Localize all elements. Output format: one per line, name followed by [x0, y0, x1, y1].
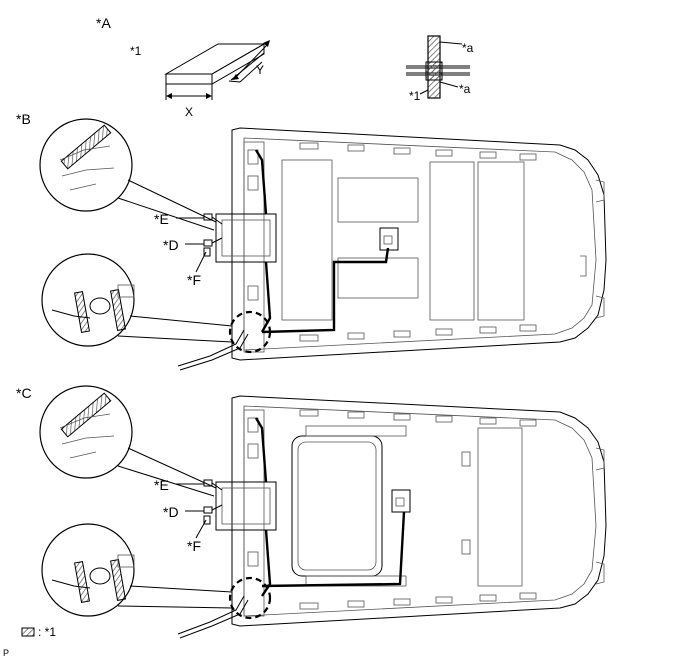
panel-b: [39, 118, 607, 371]
dashed-circle-icon: [228, 576, 272, 620]
cross-section-icon: [406, 35, 470, 99]
label-E-c: *E: [154, 477, 169, 493]
label-B: *B: [16, 111, 31, 127]
label-C: *C: [16, 385, 32, 401]
label-y-dimension: Y: [256, 63, 265, 77]
label-F-c: *F: [187, 538, 201, 554]
label-x-dimension: X: [185, 105, 194, 119]
label-F-b: *F: [187, 272, 201, 288]
magnifier-circle-icon: [41, 523, 135, 617]
label-D-c: *D: [163, 504, 179, 520]
label-E-b: *E: [154, 211, 169, 227]
label-a-top: *a: [462, 41, 474, 55]
foam-block-icon: [164, 40, 270, 100]
magnifier-circle-icon: [39, 118, 133, 212]
panel-c: [39, 385, 607, 639]
hatch-swatch-icon: [21, 627, 35, 637]
label-key-1: : *1: [38, 625, 57, 639]
label-material-1: *1: [130, 44, 142, 58]
magnifier-circle-icon: [41, 253, 135, 347]
label-D-b: *D: [163, 237, 179, 253]
magnifier-circle-icon: [39, 385, 133, 479]
label-material-1-cross: *1: [409, 89, 421, 103]
label-A: *A: [96, 15, 111, 31]
dashed-circle-icon: [228, 310, 272, 354]
label-a-bottom: *a: [459, 82, 471, 96]
corner-code: P: [3, 648, 10, 658]
